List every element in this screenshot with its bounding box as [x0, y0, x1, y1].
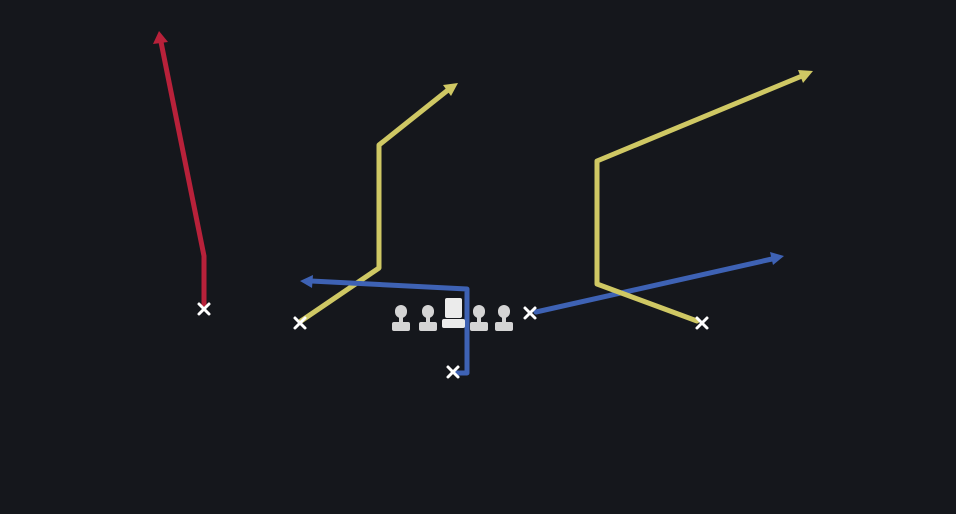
- blue-route-slot-arrowhead: [770, 252, 784, 265]
- blue-route-slot-path: [533, 256, 775, 315]
- red-route: [153, 31, 211, 316]
- guard-icon: [470, 305, 488, 331]
- yellow-route-right-path: [594, 73, 805, 324]
- blue-route-back-path: [308, 278, 470, 376]
- yellow-route-left-path: [298, 87, 451, 324]
- blue-route-slot: [523, 252, 784, 320]
- center-icon: [442, 298, 465, 328]
- red-route-arrowhead: [153, 31, 168, 44]
- tackle-icon: [495, 305, 513, 331]
- receiver-marker-yellow-right: [695, 316, 709, 330]
- red-route-path: [158, 39, 207, 307]
- tackle-icon: [392, 305, 410, 331]
- receiver-marker-yellow-left: [293, 316, 307, 330]
- yellow-route-right-arrowhead: [798, 70, 813, 83]
- blue-route-back-arrowhead: [300, 275, 313, 288]
- receiver-marker-back: [446, 365, 460, 379]
- receiver-marker-red: [197, 302, 211, 316]
- offensive-line: [392, 298, 513, 331]
- yellow-route-left: [293, 83, 458, 330]
- guard-icon: [419, 305, 437, 331]
- yellow-route-left-arrowhead: [443, 83, 458, 96]
- receiver-marker-slot: [523, 306, 537, 320]
- yellow-route-right: [594, 70, 813, 330]
- blue-route-back: [300, 275, 470, 379]
